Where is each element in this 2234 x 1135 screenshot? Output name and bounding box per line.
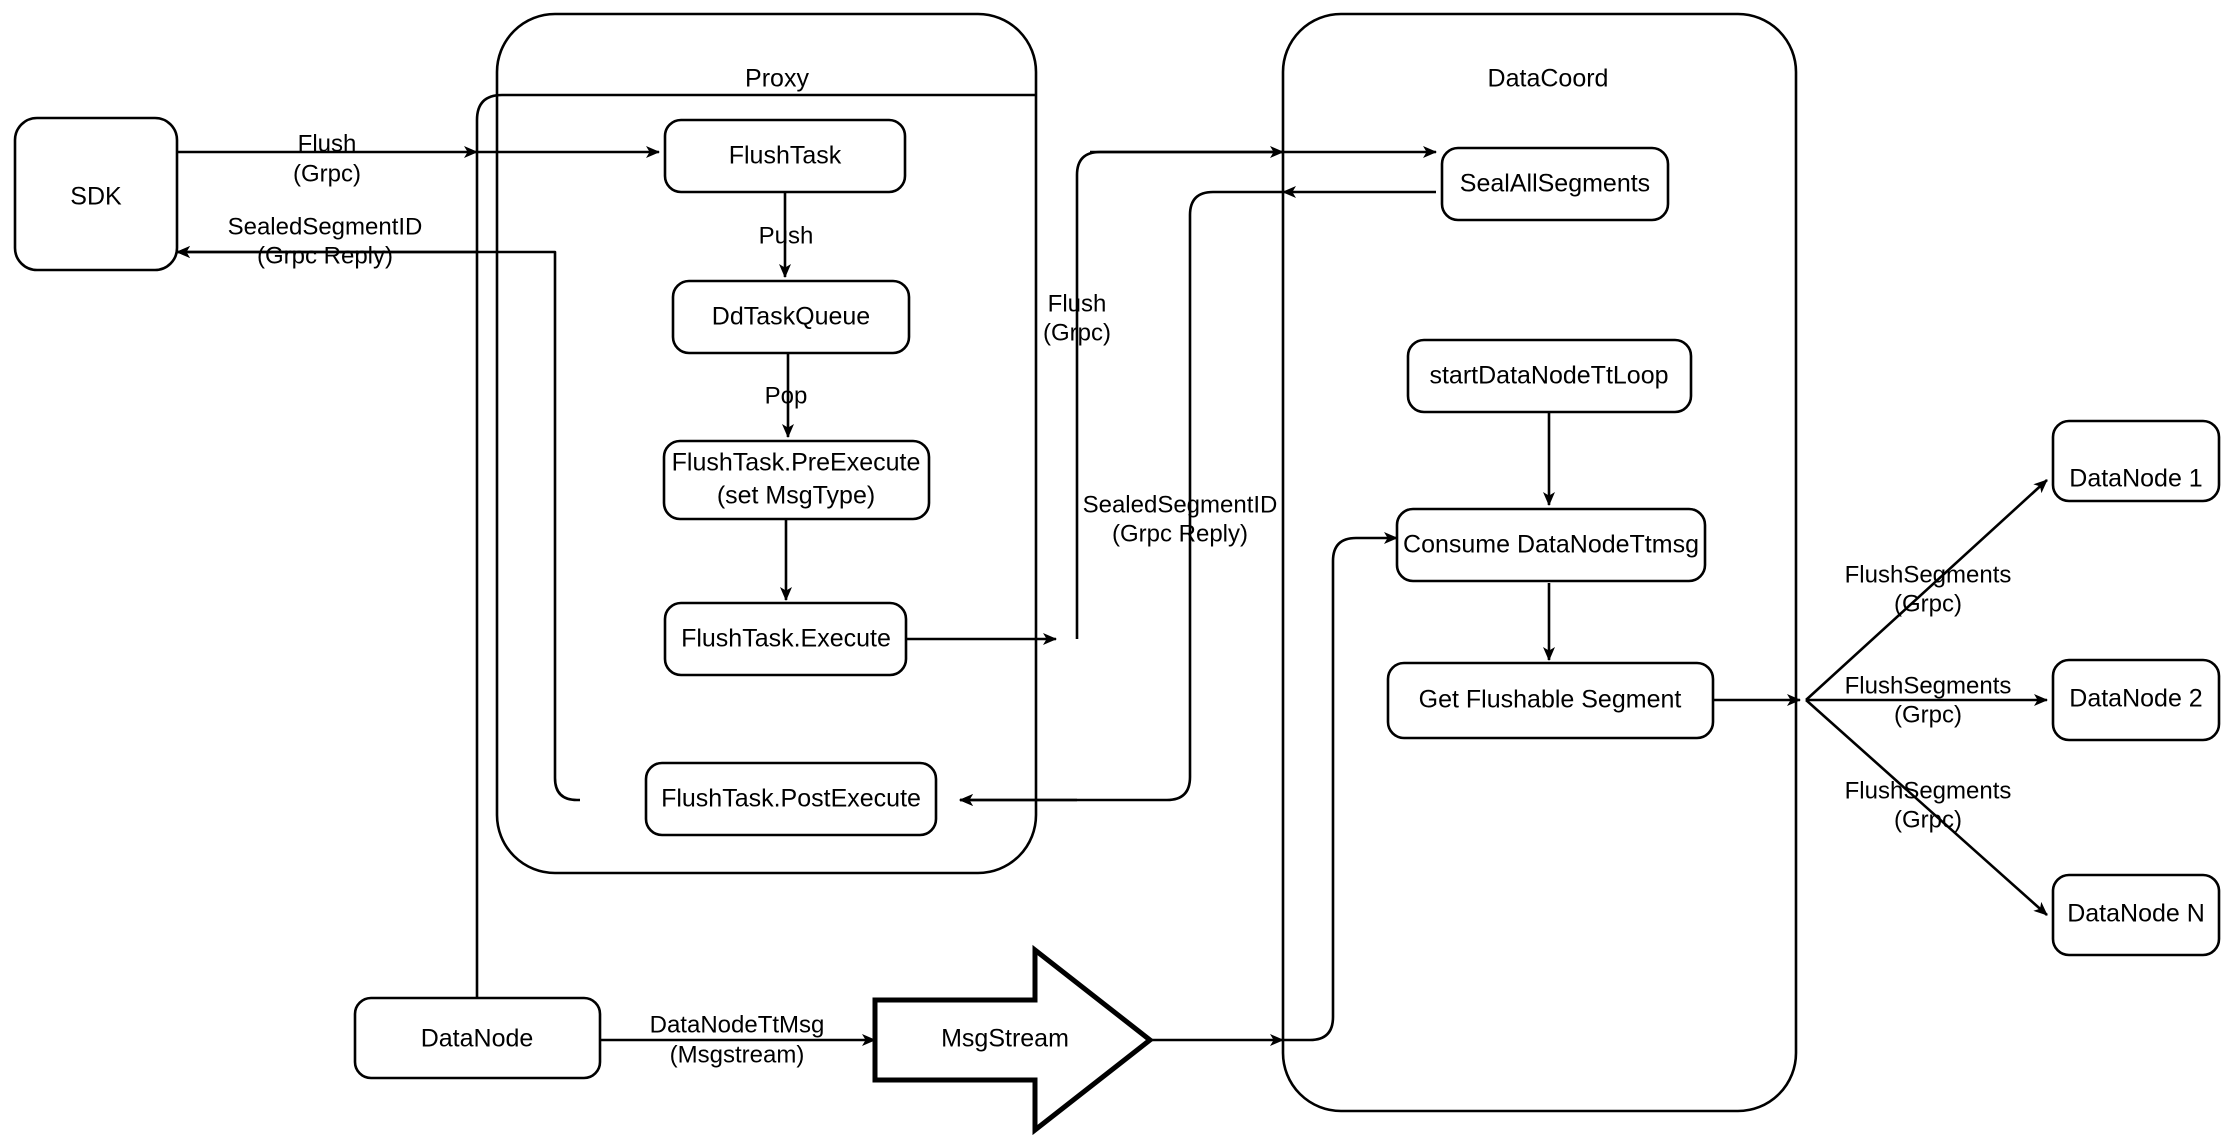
sdk-box[interactable] (13, 116, 179, 272)
flushsegments-1-label-line2: (Grpc) (1894, 590, 1962, 617)
sdk-reply-label-line1: SealedSegmentID (228, 213, 423, 240)
sdk-flush-label-line1: Flush (298, 130, 357, 157)
edge-label-flushsegments-n: FlushSegments (Grpc) (1845, 777, 2012, 833)
node-ddtaskqueue[interactable]: DdTaskQueue (671, 279, 911, 355)
flushsegments-n-label-line2: (Grpc) (1894, 806, 1962, 833)
datanode-2-box[interactable] (2051, 658, 2221, 742)
node-sdk[interactable]: SDK (13, 116, 179, 272)
proxy-flush-label-line2: (Grpc) (1043, 319, 1111, 346)
execute-label: FlushTask.Execute (681, 625, 891, 653)
node-sealallsegments[interactable]: SealAllSegments (1440, 146, 1670, 222)
msgstream-arrow-shape[interactable] (872, 944, 1155, 1135)
proxy-reply-label-line1: SealedSegmentID (1083, 491, 1278, 518)
datanode-source-label: DataNode (421, 1025, 534, 1053)
edge-datacoord-rail-to-consume (1283, 532, 1398, 1042)
pop-label: Pop (765, 382, 808, 409)
flushtask-box[interactable] (663, 118, 907, 194)
datanode-n-box[interactable] (2051, 873, 2221, 957)
sdk-label: SDK (70, 183, 122, 211)
edge-junction-to-datanoden (1805, 699, 2048, 916)
flushsegments-2-label-line1: FlushSegments (1845, 672, 2012, 699)
ddtaskqueue-box[interactable] (671, 279, 911, 355)
datanode-source-box[interactable] (353, 996, 602, 1080)
edge-label-proxy-reply: SealedSegmentID (Grpc Reply) (1083, 491, 1278, 547)
datacoord-container-box (1281, 12, 1798, 1113)
datanode-2-label: DataNode 2 (2069, 685, 2202, 713)
execute-box[interactable] (663, 601, 908, 677)
edge-junction-to-datanode1 (1805, 479, 2048, 701)
node-flushtask[interactable]: FlushTask (663, 118, 907, 194)
node-get-flushable-segment[interactable]: Get Flushable Segment (1386, 661, 1715, 740)
flushtask-label: FlushTask (729, 142, 842, 170)
edge-label-flushsegments-1: FlushSegments (Grpc) (1845, 561, 2012, 617)
container-proxy: Proxy (495, 12, 1038, 875)
datanode-n-label: DataNode N (2067, 900, 2205, 928)
datanodettmsg-label-line1: DataNodeTtMsg (650, 1011, 825, 1038)
node-preexecute[interactable]: FlushTask.PreExecute (set MsgType) (662, 439, 931, 521)
preexecute-box[interactable] (662, 439, 931, 521)
edge-reply-rail-to-postexecute (959, 190, 1283, 806)
datanodettmsg-label-line2: (Msgstream) (670, 1041, 805, 1068)
get-flushable-segment-box[interactable] (1386, 661, 1715, 740)
sealallsegments-box[interactable] (1440, 146, 1670, 222)
edge-label-datanodettmsg: DataNodeTtMsg (Msgstream) (650, 1011, 825, 1068)
edge-flush-rail-vertical (1075, 150, 1283, 639)
edge-postexecute-to-proxy-boundary (176, 246, 580, 802)
node-datanode-source[interactable]: DataNode (353, 996, 602, 1080)
node-datanode-n[interactable]: DataNode N (2051, 873, 2221, 957)
node-datanode-1[interactable]: DataNode 1 (2051, 419, 2221, 503)
proxy-container-box (495, 12, 1038, 875)
sealallsegments-label: SealAllSegments (1460, 170, 1650, 198)
get-flushable-segment-label: Get Flushable Segment (1419, 686, 1682, 714)
datacoord-container-label: DataCoord (1488, 65, 1609, 93)
ddtaskqueue-label: DdTaskQueue (712, 303, 870, 331)
node-datanode-2[interactable]: DataNode 2 (2051, 658, 2221, 742)
preexecute-label-line2: (set MsgType) (717, 482, 875, 510)
sdk-flush-label-line2: (Grpc) (293, 160, 361, 187)
flushsegments-1-label-line1: FlushSegments (1845, 561, 2012, 588)
container-datacoord: DataCoord (1281, 12, 1798, 1113)
proxy-flush-label-line1: Flush (1048, 290, 1107, 317)
sdk-reply-label-line2: (Grpc Reply) (257, 242, 393, 269)
node-postexecute[interactable]: FlushTask.PostExecute (644, 761, 938, 837)
datanode-1-box[interactable] (2051, 419, 2221, 503)
datanode-1-label: DataNode 1 (2069, 465, 2202, 493)
consume-datanodettmsg-box[interactable] (1395, 507, 1707, 583)
flushsegments-2-label-line2: (Grpc) (1894, 701, 1962, 728)
edge-label-flushsegments-2: FlushSegments (Grpc) (1845, 672, 2012, 728)
edge-proxy-top-rail (475, 93, 1036, 121)
postexecute-label: FlushTask.PostExecute (661, 785, 921, 813)
node-startdatanodettloop[interactable]: startDataNodeTtLoop (1406, 338, 1693, 414)
startdatanodettloop-box[interactable] (1406, 338, 1693, 414)
postexecute-box[interactable] (644, 761, 938, 837)
node-execute[interactable]: FlushTask.Execute (663, 601, 908, 677)
edge-label-proxy-flush: Flush (Grpc) (1043, 290, 1111, 346)
proxy-reply-label-line2: (Grpc Reply) (1112, 520, 1248, 547)
flushsegments-n-label-line1: FlushSegments (1845, 777, 2012, 804)
edge-label-sdk-flush: Flush (Grpc) (293, 130, 361, 187)
startdatanodettloop-label: startDataNodeTtLoop (1429, 362, 1668, 390)
edge-label-sdk-reply: SealedSegmentID (Grpc Reply) (228, 213, 423, 269)
push-label: Push (759, 222, 814, 249)
preexecute-label-line1: FlushTask.PreExecute (672, 449, 921, 477)
proxy-container-label: Proxy (745, 65, 809, 93)
consume-datanodettmsg-label: Consume DataNodeTtmsg (1403, 531, 1699, 559)
node-consume-datanodettmsg[interactable]: Consume DataNodeTtmsg (1395, 507, 1707, 583)
msgstream-label: MsgStream (941, 1025, 1069, 1053)
node-msgstream[interactable]: MsgStream (872, 944, 1155, 1135)
